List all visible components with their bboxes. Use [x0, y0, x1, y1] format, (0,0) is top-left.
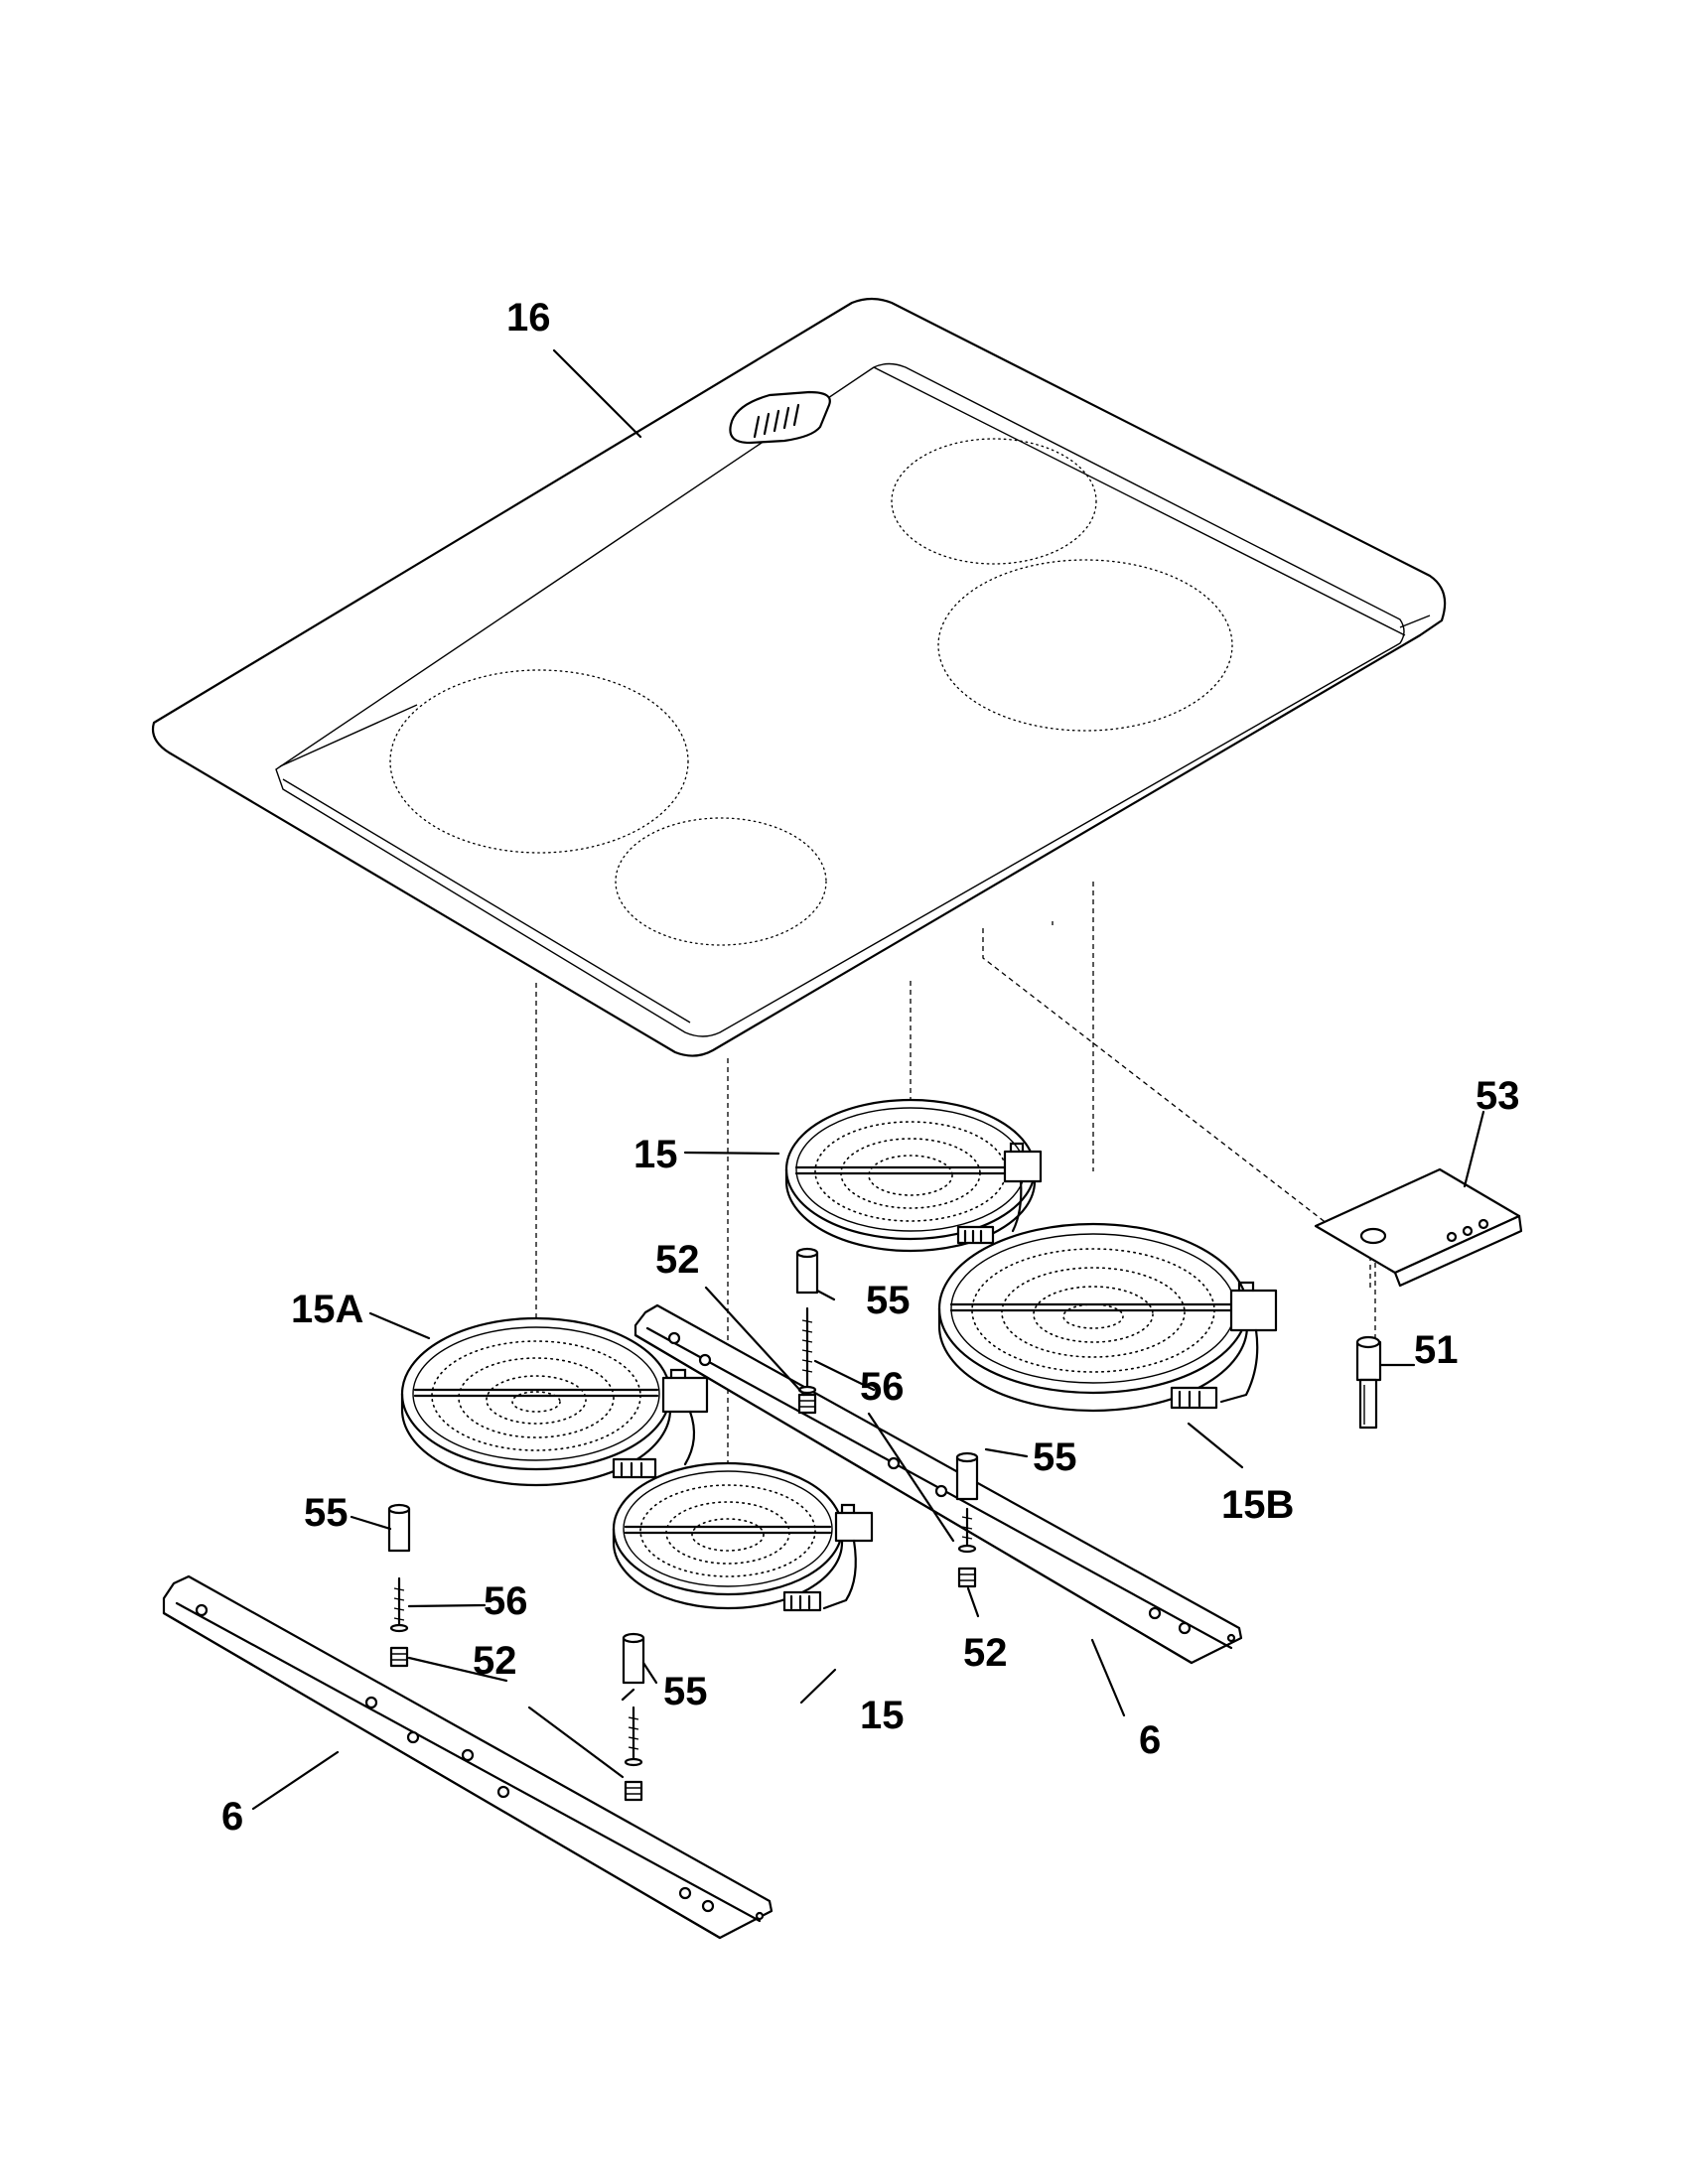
leader-lines [251, 348, 1485, 1811]
screw-56-b [957, 1507, 977, 1554]
callout-51: 51 [1414, 1328, 1459, 1372]
callout-6-right: 6 [1139, 1718, 1161, 1762]
callout-55-a: 55 [866, 1279, 911, 1322]
callout-15-top: 15 [633, 1133, 678, 1176]
cooktop-vent-slot [729, 390, 831, 445]
screw-56-a [797, 1306, 817, 1395]
callout-55-c: 55 [304, 1491, 349, 1535]
callout-6-left: 6 [221, 1795, 243, 1839]
callout-55-b: 55 [1033, 1435, 1077, 1479]
callout-52-a: 52 [655, 1238, 700, 1282]
surface-element-15-bottom [612, 1461, 874, 1612]
cooktop-glass-top [151, 297, 1447, 1057]
callout-53: 53 [1476, 1074, 1520, 1118]
callout-16: 16 [506, 296, 551, 340]
screw-56-d [624, 1706, 643, 1767]
mounting-bracket-6-right [633, 1303, 1243, 1665]
nut-52-a [797, 1393, 817, 1415]
bracket-53 [1314, 1167, 1523, 1288]
nut-52-c [389, 1646, 409, 1668]
callout-15a: 15A [291, 1288, 363, 1331]
callout-56-b: 56 [484, 1579, 528, 1623]
spacer-55-a [795, 1247, 819, 1295]
spacer-55-c [387, 1503, 411, 1553]
indicator-lamp-51 [1355, 1335, 1382, 1430]
surface-element-15a [400, 1316, 709, 1487]
surface-element-15-top [784, 1098, 1043, 1253]
callout-52-c: 52 [473, 1639, 517, 1683]
screw-56-c [389, 1576, 409, 1633]
callout-55-d: 55 [663, 1670, 708, 1713]
spacer-55-b [955, 1451, 979, 1501]
nut-52-d [624, 1780, 643, 1802]
spacer-55-d [622, 1632, 645, 1685]
callout-15-bottom: 15 [860, 1694, 905, 1737]
surface-element-15b [937, 1222, 1278, 1413]
callout-15b: 15B [1221, 1483, 1294, 1527]
callout-labels: 16 15 15A 15B 15 52 52 52 55 55 55 55 56… [221, 296, 1520, 1839]
mounting-bracket-6-left [162, 1574, 774, 1940]
nut-52-b [957, 1567, 977, 1588]
callout-56-a: 56 [860, 1365, 905, 1409]
callout-52-b: 52 [963, 1631, 1008, 1675]
